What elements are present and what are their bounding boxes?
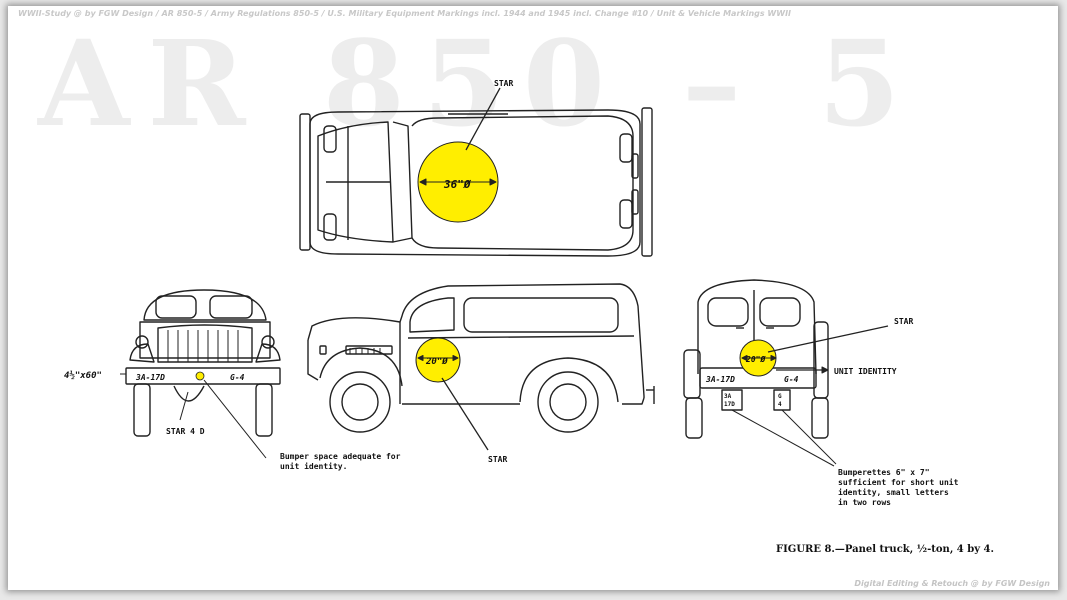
watermark-header: WWII-Study @ by FGW Design / AR 850-5 / … — [18, 9, 792, 18]
side-star-label: STAR — [488, 455, 507, 464]
side-diameter-label: 20"Ø — [425, 356, 448, 367]
front-bumper-right-text: G-4 — [230, 373, 245, 382]
rear-bumperette-right — [773, 389, 791, 411]
watermark-footer: Digital Editing & Retouch @ by FGW Desig… — [854, 579, 1050, 588]
top-rear-bumper — [641, 107, 653, 257]
rear-star-label: STAR — [894, 317, 913, 326]
panel-truck-diagram: STAR 36"Ø 20"Ø STAR 4½"x60" 3A-17D G-4 S… — [64, 79, 913, 467]
rear-plate-left-line2: 17D — [724, 401, 735, 408]
top-star-label: STAR — [494, 79, 513, 88]
bumper-space-note-line: Bumper space adequate for — [280, 452, 401, 461]
front-dimensions-label: 4½"x60" — [64, 370, 102, 381]
document-page: AR 850 – 5 WWII-Study @ by FGW Design / … — [8, 6, 1058, 590]
rear-bumper-left-text: 3A-17D — [705, 375, 735, 384]
side-star-circle — [415, 337, 461, 383]
top-diameter-label: 36"Ø — [443, 178, 472, 191]
front-star-circle — [195, 371, 205, 381]
bumperettes-note-line: Bumperettes 6" x 7" — [838, 468, 930, 477]
bumperettes-note-line: sufficient for short unit — [838, 478, 959, 487]
bumper-space-note-line: unit identity. — [280, 462, 348, 471]
rear-bumper-right-text: G-4 — [784, 375, 799, 384]
rear-plate-left-line1: 3A — [724, 393, 732, 400]
front-view — [120, 289, 281, 437]
side-front-wheel — [329, 371, 391, 433]
bumperettes-note: Bumperettes 6" x 7" sufficient for short… — [838, 468, 958, 508]
front-bumper — [125, 367, 281, 385]
side-rear-wheel — [537, 371, 599, 433]
top-view — [299, 107, 653, 257]
rear-plate-right-line2: 4 — [778, 401, 782, 408]
rear-plate-right-line1: G — [778, 393, 782, 400]
rear-diameter-label: 20"Ø — [745, 354, 766, 364]
top-front-bumper — [299, 113, 311, 251]
rear-unit-identity-label: UNIT IDENTITY — [834, 367, 897, 376]
front-star-label: STAR 4 D — [166, 427, 205, 436]
side-view — [307, 283, 655, 433]
top-body-outline — [309, 109, 641, 257]
bumperettes-note-line: in two rows — [838, 498, 891, 507]
front-bumper-left-text: 3A-17D — [135, 373, 165, 382]
watermark-title: AR 850 – 5 — [38, 14, 919, 153]
bumperettes-note-line: identity, small letters — [838, 488, 949, 497]
figure-caption: FIGURE 8.—Panel truck, ½-ton, 4 by 4. — [776, 544, 994, 555]
bumper-space-note: Bumper space adequate for unit identity. — [280, 452, 400, 472]
